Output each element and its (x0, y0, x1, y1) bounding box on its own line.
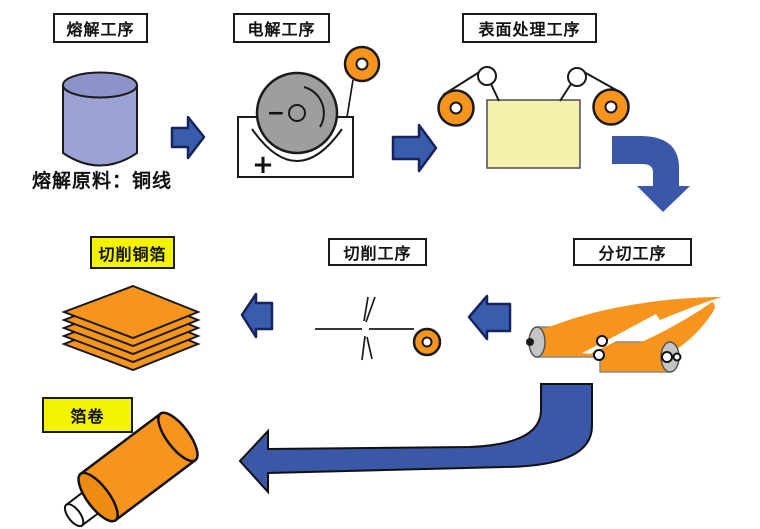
right-pulley-icon (567, 67, 587, 87)
electrolysis-drum-tank-icon: − + (237, 45, 381, 180)
label-slitting-process: 分切工序 (573, 238, 692, 266)
arrow-right-electrolysis-to-surface-icon (391, 123, 438, 173)
label-cut-copper-foil-text: 切削铜箔 (98, 244, 167, 264)
cathode-minus-sign: − (267, 101, 285, 126)
foil-sheet-stack-icon (61, 284, 201, 372)
label-electrolysis-text: 电解工序 (247, 20, 316, 39)
arrow-elbow-surface-to-slitting-icon (612, 136, 690, 212)
label-surface-treatment-text: 表面处理工序 (478, 20, 581, 39)
arrow-big-return-to-foilroll-icon (238, 383, 593, 495)
label-cut-copper-foil: 切削铜箔 (90, 236, 175, 269)
left-pulley-icon (477, 66, 497, 86)
label-melting-text: 熔解工序 (66, 20, 135, 39)
label-surface-treatment-process: 表面处理工序 (462, 13, 597, 43)
anode-plus-sign: + (252, 150, 274, 180)
right-foil-roller-icon (592, 88, 630, 126)
label-slitting-text: 分切工序 (598, 244, 667, 263)
copper-ingot-cylinder-icon (62, 71, 138, 167)
arrow-left-cutting-to-cutfoil-icon (240, 292, 274, 339)
arrow-right-melting-to-electrolysis-icon (170, 115, 206, 160)
cutting-blades-icon (315, 296, 442, 361)
surface-treatment-machine-icon (437, 66, 630, 169)
label-foil-roll-text: 箔卷 (70, 407, 105, 426)
arrow-left-slitting-to-cutting-icon (467, 294, 512, 341)
label-electrolysis-process: 电解工序 (233, 13, 330, 43)
label-cutting-text: 切削工序 (343, 244, 412, 263)
label-cutting-process: 切削工序 (328, 238, 427, 266)
melting-material-caption: 熔解原料：铜线 (32, 170, 173, 192)
label-melting-process: 熔解工序 (53, 13, 148, 43)
slitting-machine-icon (526, 297, 722, 373)
foil-roll-icon (63, 411, 199, 528)
label-foil-roll: 箔卷 (42, 397, 133, 433)
takeup-roller-icon (343, 45, 381, 83)
left-foil-roller-icon (437, 89, 475, 127)
